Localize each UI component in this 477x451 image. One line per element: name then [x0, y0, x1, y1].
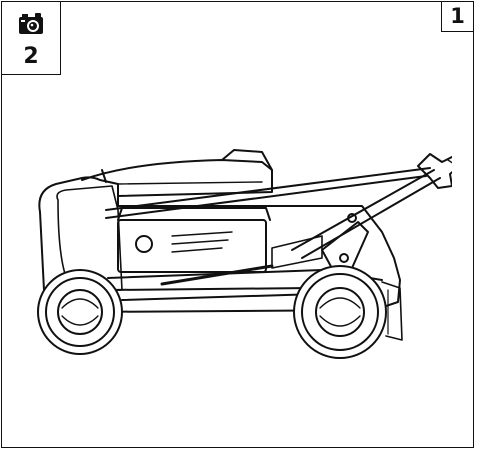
- handle-upper-bar: [105, 167, 431, 211]
- page-number: 1: [441, 2, 473, 32]
- rear-wheel: [293, 265, 387, 359]
- handle-grip: [417, 153, 452, 189]
- front-wheel: [37, 269, 123, 355]
- handle-lower-bar: [291, 169, 435, 251]
- fuel-cap: [135, 235, 153, 253]
- lawn-mower-illustration: [37, 149, 452, 359]
- rear-flap: [381, 281, 403, 341]
- step-number: 2: [23, 44, 39, 69]
- grass-box-cover: [81, 159, 273, 197]
- engine-housing: [117, 219, 267, 273]
- camera-icon: [19, 13, 43, 34]
- step-indicator: 2: [2, 2, 61, 75]
